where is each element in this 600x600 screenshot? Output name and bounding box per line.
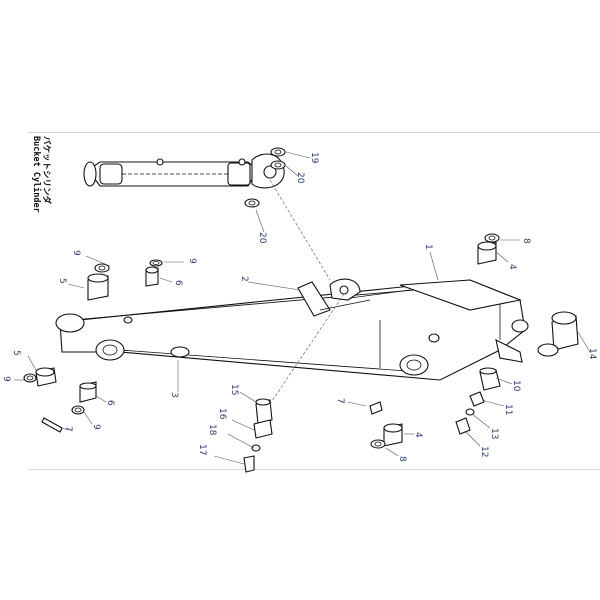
callout-labels: 1 2 3 4 4 5 5 6 6 7 7 8 8 9 9 9 9 10 11 …: [1, 152, 597, 462]
caption-group: バケットシリンダ Bucket Cylinder: [31, 136, 52, 213]
callout-8-lower: 8: [397, 456, 407, 462]
callout-2: 2: [239, 276, 249, 282]
callout-6-upper: 6: [173, 280, 183, 286]
callout-9-d: 9: [91, 424, 101, 430]
pin-10: [479, 367, 501, 391]
washer-13: [465, 408, 475, 416]
callout-1: 1: [423, 244, 433, 250]
callout-17: 17: [197, 444, 207, 455]
callout-12: 12: [479, 446, 489, 457]
callout-5-upper: 5: [57, 278, 67, 284]
spacer-14: [537, 311, 579, 357]
bolt-7-right: [369, 401, 383, 415]
plate-16: [253, 419, 273, 439]
plug-3: [170, 346, 190, 358]
washer-9-lower: [71, 405, 85, 415]
callout-9-c: 9: [1, 376, 11, 382]
bushing-5-lower: [35, 367, 57, 387]
leader-lines: [14, 151, 591, 465]
bracket-assembly: [297, 278, 411, 317]
callout-8-upper: 8: [521, 238, 531, 244]
callout-16: 16: [217, 408, 227, 420]
callout-19: 19: [309, 152, 319, 164]
washer-9-upper: [94, 263, 110, 273]
callout-11: 11: [503, 404, 513, 415]
washer-20-upper: [270, 160, 286, 170]
callout-7-left: 7: [63, 426, 73, 432]
bushing-4-upper: [477, 241, 497, 265]
bushing-4-lower: [383, 423, 403, 447]
callout-4-lower: 4: [413, 432, 423, 438]
washer-9-lower-left: [23, 373, 37, 383]
callout-15: 15: [229, 384, 239, 395]
diagram-frame: [28, 132, 600, 470]
callout-3: 3: [169, 392, 179, 398]
callout-13: 13: [489, 428, 499, 439]
callout-6-lower: 6: [105, 400, 115, 406]
bushing-6-upper: [145, 266, 159, 287]
arm-body: [55, 279, 529, 381]
plate-11: [469, 391, 485, 407]
callout-5-lower: 5: [11, 350, 21, 356]
pin-15: [255, 398, 273, 425]
callout-10: 10: [511, 380, 521, 392]
bushing-6-lower: [79, 381, 97, 403]
bolt-17: [243, 455, 255, 473]
washer-8-lower: [370, 439, 386, 449]
callout-9-a: 9: [71, 250, 81, 256]
caption-japanese: バケットシリンダ: [41, 136, 52, 205]
bucket-cylinder: [83, 153, 285, 189]
callout-4-upper: 4: [507, 264, 517, 270]
bolt-7-left: [41, 417, 63, 433]
washer-9-mid: [149, 259, 163, 267]
washer-20-lower: [244, 198, 260, 208]
caption-english: Bucket Cylinder: [31, 136, 42, 213]
washer-18: [251, 444, 261, 452]
callout-9-b: 9: [187, 258, 197, 264]
callout-20-lower: 20: [257, 232, 267, 244]
callout-14: 14: [587, 348, 597, 360]
callout-7-right: 7: [335, 398, 345, 404]
washer-8-upper: [484, 233, 500, 243]
callout-18: 18: [207, 424, 217, 436]
bolt-12: [455, 417, 471, 435]
callout-20-upper: 20: [295, 172, 305, 184]
bushing-5-upper: [87, 273, 109, 301]
washer-19: [270, 147, 286, 157]
